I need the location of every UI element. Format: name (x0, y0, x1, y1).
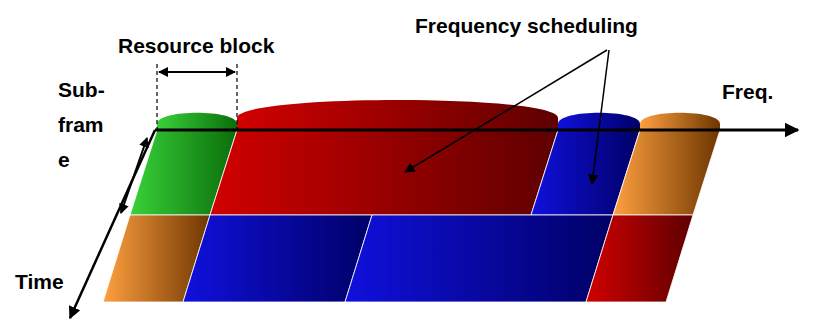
label-slot: Resource block (118, 34, 274, 58)
resource-block (183, 215, 372, 302)
leader-arrow (592, 50, 609, 184)
time-axis (70, 130, 155, 318)
bracket-line (156, 64, 157, 130)
label-slot: Frequency scheduling (415, 14, 638, 38)
label-slot: Sub- fram e (58, 72, 110, 177)
axis-label: Frequency scheduling (415, 14, 638, 38)
red-dome (237, 100, 558, 130)
resource-block (210, 130, 558, 215)
resource-block (345, 215, 613, 302)
dimension-arrow (121, 138, 147, 213)
label-slot: Freq. (722, 80, 773, 104)
axis-label: Resource block (118, 34, 274, 58)
axis-label: Time (15, 270, 64, 294)
resource-block (613, 130, 720, 215)
axis-label: Freq. (722, 80, 773, 104)
resource-block (586, 215, 693, 302)
axis-label: Sub- fram e (58, 72, 110, 177)
orange-dome (640, 113, 720, 130)
dimension-arrow (159, 71, 235, 73)
leader-arrow (405, 50, 607, 172)
bracket-line (236, 64, 237, 130)
label-slot: Time (15, 270, 64, 294)
green-dome (157, 113, 237, 130)
